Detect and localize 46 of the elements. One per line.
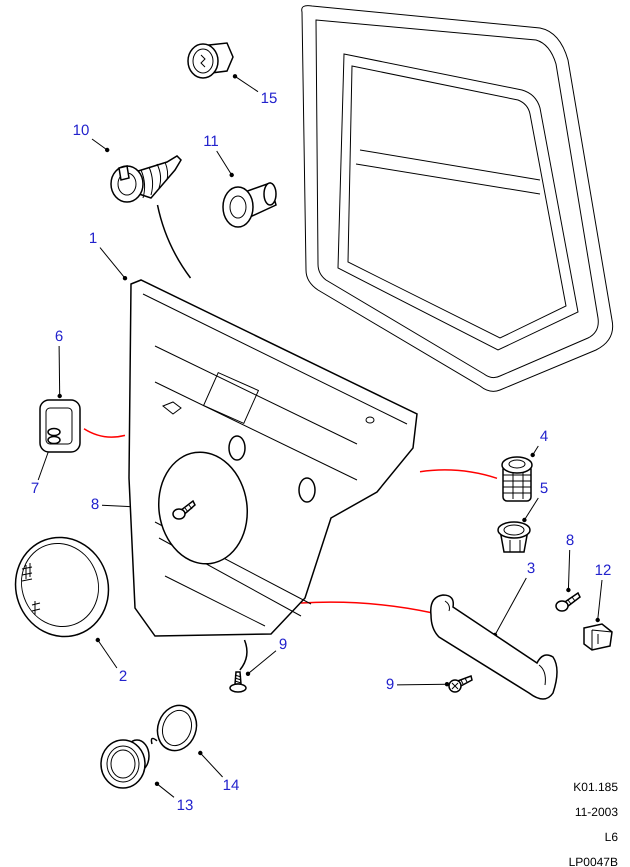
leader-line <box>396 682 450 686</box>
screw-drawing <box>172 498 196 520</box>
drawing-reference-note: L6 <box>604 830 618 844</box>
callout-number: 7 <box>28 480 42 498</box>
leader-line <box>246 650 276 676</box>
callout-number: 9 <box>383 676 397 694</box>
callout-number: 10 <box>70 122 92 140</box>
drawing-reference-note: LP0047B <box>568 855 618 867</box>
leader-line <box>596 580 602 622</box>
assembly-line <box>239 640 248 670</box>
leader-line <box>96 638 118 668</box>
leader-line <box>232 74 258 92</box>
callout-number: 11 <box>200 133 222 151</box>
callout-number: 2 <box>116 668 130 686</box>
screw-drawing <box>555 590 581 612</box>
callout-number: 5 <box>537 480 551 498</box>
callout-number: 9 <box>276 636 290 654</box>
callout-number: 8 <box>88 496 102 514</box>
leader-line <box>198 750 224 778</box>
leader-line <box>566 550 571 592</box>
leader-line <box>530 446 539 458</box>
callout-number: 8 <box>563 532 577 550</box>
assembly-line <box>156 204 192 278</box>
assembly-line <box>84 428 126 438</box>
screw-drawing <box>447 674 473 694</box>
leader-line <box>522 498 539 522</box>
callout-number: 1 <box>86 230 100 248</box>
leader-line <box>492 578 527 638</box>
leader-line <box>58 346 62 398</box>
callout-number: 3 <box>524 560 538 578</box>
callout-number: 15 <box>258 90 280 108</box>
drawing-reference-note: 11-2003 <box>574 805 618 819</box>
leader-line <box>100 247 128 280</box>
screw-drawing <box>228 670 248 694</box>
assembly-line <box>150 738 158 744</box>
callout-number: 14 <box>220 777 242 795</box>
drawing-reference-note: K01.185 <box>573 780 618 794</box>
callout-number: 13 <box>174 797 196 815</box>
leader-line <box>216 150 234 178</box>
callout-number: 6 <box>52 328 66 346</box>
leader-line <box>92 138 110 152</box>
switch-button-drawing <box>45 428 63 444</box>
callout-number: 12 <box>592 562 614 580</box>
assembly-line <box>420 469 498 480</box>
leader-line <box>154 782 174 798</box>
callout-number: 4 <box>537 428 551 446</box>
